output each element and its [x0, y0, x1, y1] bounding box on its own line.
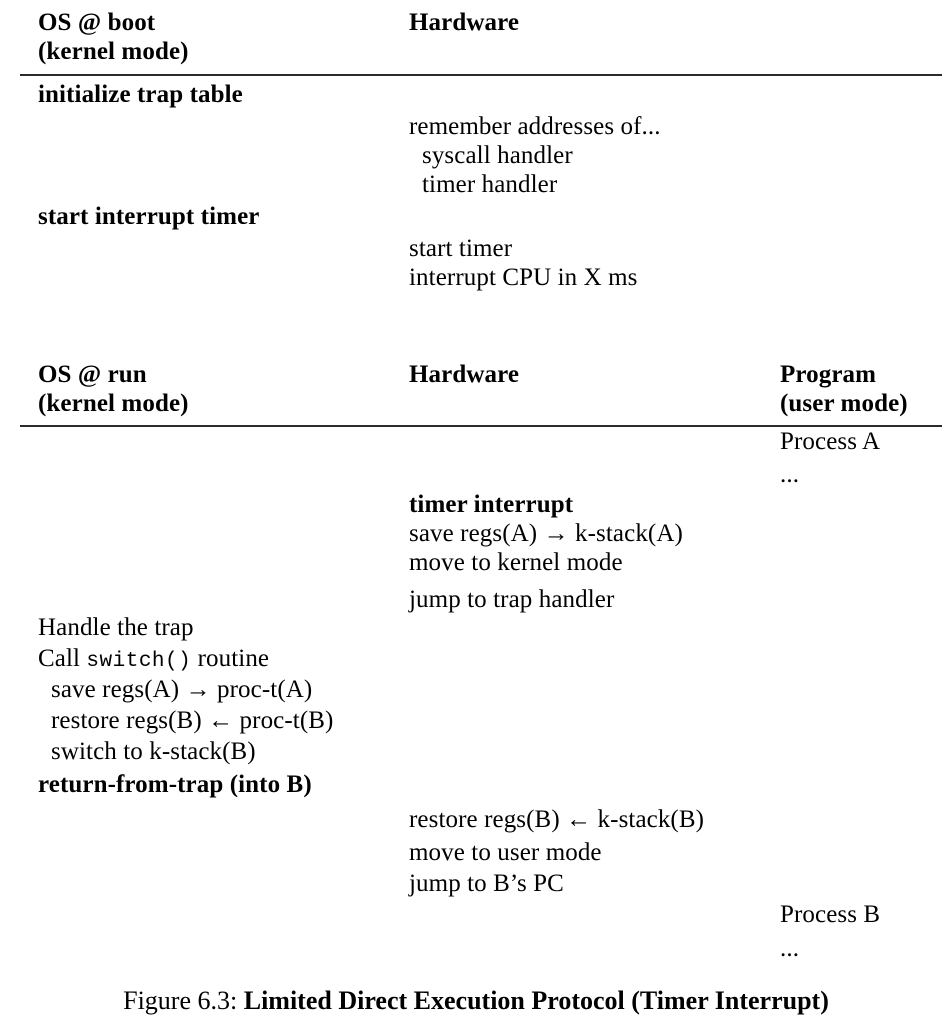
run-os-header-line1: OS @ run [38, 361, 147, 388]
run-hw-move-to-user-mode: move to user mode [409, 839, 602, 866]
run-os-save-regs-a-proct: save regs(A) → proc‐t(A) [38, 675, 312, 704]
boot-os-start-interrupt-timer: start interrupt timer [38, 203, 260, 230]
run-os-save-regs-a-proct-text: save regs(A) → proc‐t(A) [51, 676, 313, 703]
run-program-header-line1: Program [780, 361, 877, 388]
run-program-process-b-ellipsis: ... [780, 935, 800, 962]
boot-os-header-line2: (kernel mode) [38, 38, 189, 65]
run-table-header-rule [20, 425, 942, 427]
run-program-process-a: Process A [780, 428, 881, 455]
run-os-return-from-trap: return-from-trap (into B) [38, 771, 312, 798]
boot-os-header-line1: OS @ boot [38, 9, 156, 36]
boot-hw-interrupt-cpu: interrupt CPU in X ms [409, 264, 638, 291]
figure-caption: Figure 6.3: Limited Direct Execution Pro… [0, 986, 952, 1016]
run-hw-jump-to-b-pc: jump to B’s PC [409, 870, 564, 897]
run-hw-save-regs-a: save regs(A) → k-stack(A) [409, 520, 683, 547]
run-os-switch-to-kstack-b: switch to k-stack(B) [38, 737, 256, 766]
run-program-process-b: Process B [780, 901, 881, 928]
run-os-call-prefix: Call [38, 645, 87, 672]
boot-hardware-header: Hardware [409, 9, 520, 36]
boot-hw-syscall-handler: syscall handler [409, 141, 573, 170]
run-hw-move-to-kernel-mode: move to kernel mode [409, 549, 623, 576]
run-hw-restore-regs-b-kstack: restore regs(B) ← k-stack(B) [409, 806, 705, 833]
boot-table-header-rule [20, 74, 942, 76]
figure-title: Limited Direct Execution Protocol (Timer… [243, 986, 829, 1015]
boot-hw-timer-handler-text: timer handler [422, 171, 558, 198]
boot-hw-timer-handler: timer handler [409, 170, 557, 199]
run-hw-timer-interrupt-title: timer interrupt [409, 491, 574, 518]
boot-hw-remember-addresses: remember addresses of... [409, 113, 661, 140]
boot-os-initialize-trap-table: initialize trap table [38, 81, 243, 108]
run-os-switch-to-kstack-b-text: switch to k-stack(B) [51, 738, 256, 765]
run-os-restore-regs-b-proct-text: restore regs(B) ← proc‐t(B) [51, 707, 334, 734]
run-program-header-line2: (user mode) [780, 390, 908, 417]
boot-hw-syscall-handler-text: syscall handler [422, 142, 573, 169]
run-os-call-switch-routine: Call switch() routine [38, 644, 269, 676]
run-hw-jump-to-trap-handler: jump to trap handler [409, 586, 615, 613]
run-os-handle-the-trap: Handle the trap [38, 614, 194, 641]
run-os-header-line2: (kernel mode) [38, 390, 189, 417]
boot-hw-start-timer: start timer [409, 235, 513, 262]
run-os-call-code: switch() [86, 650, 192, 673]
run-os-restore-regs-b-proct: restore regs(B) ← proc‐t(B) [38, 706, 333, 735]
run-program-process-a-ellipsis: ... [780, 461, 800, 488]
run-os-call-suffix: routine [191, 645, 270, 672]
run-hardware-header: Hardware [409, 361, 520, 388]
figure-number: Figure 6.3: [123, 986, 238, 1015]
